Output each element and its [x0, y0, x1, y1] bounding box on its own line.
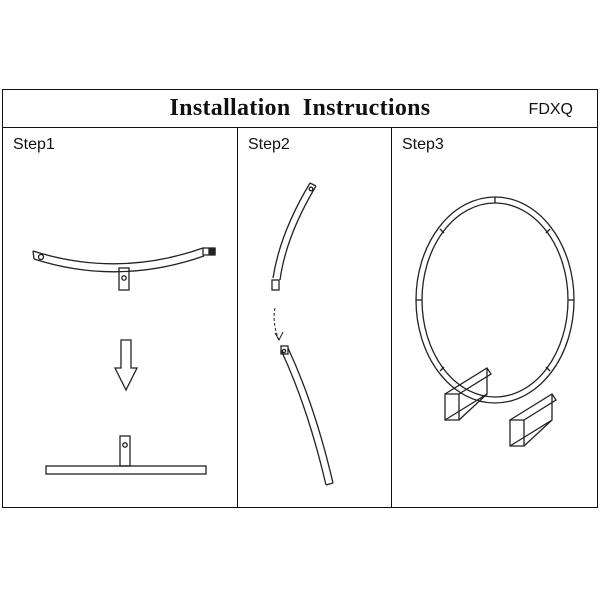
page-title: Installation Instructions — [169, 95, 431, 121]
header-bar: Installation Instructions FDXQ — [3, 90, 597, 128]
step3-label: Step3 — [402, 136, 444, 153]
step3-panel: Step3 — [392, 128, 597, 507]
lower-arc-segment — [280, 345, 334, 486]
base-connector-tab — [118, 267, 130, 291]
step1-illustration — [32, 247, 216, 475]
step2-illustration — [271, 182, 334, 486]
arrow-down-icon — [113, 339, 139, 392]
assembled-arch-ring — [415, 196, 575, 404]
step1-panel: Step1 — [3, 128, 238, 507]
base-foot-piece — [45, 435, 207, 475]
step1-label: Step1 — [13, 136, 55, 153]
step2-label: Step2 — [248, 136, 290, 153]
product-code: FDXQ — [528, 101, 573, 118]
left-base-foot — [444, 367, 492, 421]
instruction-sheet: Installation Instructions FDXQ Step1 — [2, 89, 598, 508]
step3-illustration — [415, 196, 575, 447]
step2-panel: Step2 — [238, 128, 392, 507]
upper-arc-segment — [271, 182, 317, 291]
arrow-down-icon — [273, 307, 284, 342]
right-base-foot — [509, 393, 557, 447]
